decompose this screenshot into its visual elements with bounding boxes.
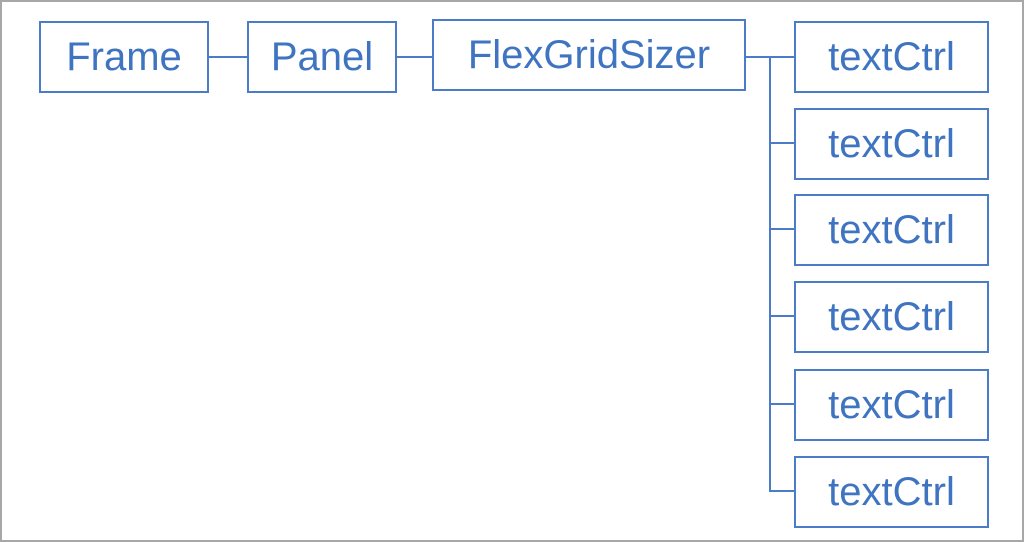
textctrl-node-6: textCtrl	[794, 456, 989, 528]
textctrl-node-2: textCtrl	[794, 108, 989, 180]
branch-connector-4	[769, 315, 794, 317]
frame-node: Frame	[39, 21, 209, 93]
panel-node: Panel	[247, 21, 397, 93]
branch-connector-2	[769, 142, 794, 144]
branch-connector-3	[769, 228, 794, 230]
branch-connector-5	[769, 403, 794, 405]
flexgridsizer-node: FlexGridSizer	[432, 19, 746, 91]
textctrl-node-5: textCtrl	[794, 369, 989, 441]
branch-trunk-line	[769, 56, 771, 491]
connector-panel-sizer	[397, 56, 432, 58]
textctrl-node-1: textCtrl	[794, 21, 989, 93]
textctrl-node-4: textCtrl	[794, 281, 989, 353]
branch-connector-6	[769, 490, 794, 492]
textctrl-node-3: textCtrl	[794, 194, 989, 266]
connector-frame-panel	[209, 56, 247, 58]
